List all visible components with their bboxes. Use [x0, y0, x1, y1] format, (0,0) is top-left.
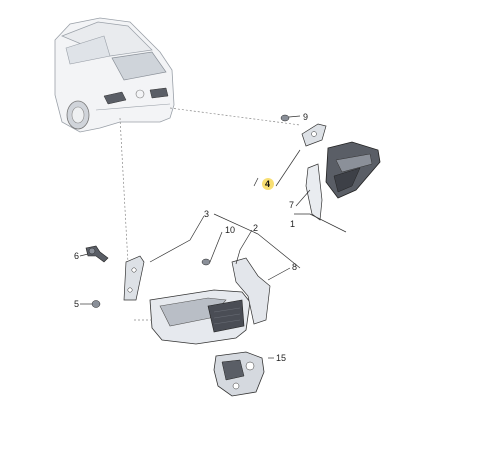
inner-tail-lamp — [325, 141, 381, 199]
clip-nut — [91, 300, 101, 308]
leader-7 — [295, 189, 311, 207]
bracket-mark — [253, 177, 259, 187]
bulb-holder — [85, 245, 109, 263]
nut — [280, 114, 290, 122]
lamp-holder — [213, 351, 265, 397]
callout-5: 5 — [74, 299, 79, 309]
leader-1 — [294, 213, 347, 233]
callout-8: 8 — [292, 262, 297, 272]
leader-6 — [79, 253, 89, 257]
leader-2 — [235, 229, 253, 265]
callout-15: 15 — [276, 353, 286, 363]
vehicle-illustration — [54, 17, 175, 133]
callout-4: 4 — [265, 179, 270, 189]
callout-4-highlight — [262, 178, 274, 190]
mounting-bracket — [301, 123, 327, 147]
callout-3: 3 — [204, 209, 209, 219]
seal-cover — [231, 257, 271, 325]
leader-3-bracket — [213, 213, 301, 269]
lamp-bracket — [123, 255, 145, 301]
leader-3 — [149, 215, 205, 263]
screw — [201, 258, 211, 266]
outer-tail-lamp — [149, 289, 251, 345]
callout-7: 7 — [289, 200, 294, 210]
leader-9 — [288, 115, 301, 118]
leader-4 — [275, 149, 301, 187]
callout-2: 2 — [253, 223, 258, 233]
leader-8 — [267, 267, 291, 281]
leader-10 — [209, 231, 223, 263]
leader-car-to-upper-lamp — [169, 107, 301, 126]
callout-6: 6 — [74, 251, 79, 261]
callout-1: 1 — [290, 219, 295, 229]
callout-10: 10 — [225, 225, 235, 235]
callout-9: 9 — [303, 112, 308, 122]
seal-strip — [305, 163, 323, 221]
